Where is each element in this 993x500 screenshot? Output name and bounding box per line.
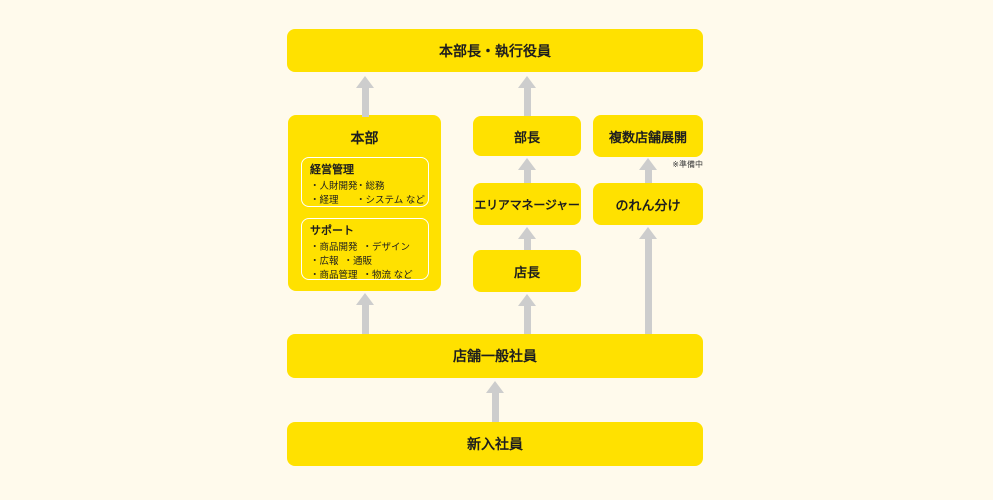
box-executive-label: 本部長・執行役員 — [439, 42, 551, 59]
section-management: 経営管理 ・人財開発 ・総務 ・経理 ・システム など — [301, 157, 429, 207]
arrow-noren-wake-to-multi-store — [639, 158, 657, 183]
box-noren-wake-label: のれん分け — [615, 197, 681, 213]
box-new-employee-label: 新入社員 — [467, 436, 523, 452]
box-department-manager-label: 部長 — [513, 129, 540, 145]
dept-item: ・通販 — [343, 256, 373, 267]
dept-item: ・デザイン — [362, 242, 411, 253]
dept-item: ・経理 — [310, 195, 339, 206]
box-headquarters-label: 本部 — [350, 130, 379, 146]
box-general-staff-label: 店舗一般社員 — [453, 348, 537, 364]
section-support-title: サポート — [310, 225, 354, 237]
box-multi-store-label: 複数店舗展開 — [608, 129, 687, 145]
box-new-employee: 新入社員 — [287, 422, 703, 466]
arrow-general-staff-to-store-manager — [518, 294, 536, 334]
box-department-manager: 部長 — [473, 116, 581, 156]
dept-item: ・商品開発 — [310, 242, 358, 253]
section-management-title: 経営管理 — [310, 164, 354, 176]
box-headquarters: 本部 経営管理 ・人財開発 ・総務 ・経理 ・システム など サポート ・商品開… — [288, 115, 441, 291]
arrow-up-icon — [518, 294, 536, 306]
box-general-staff: 店舗一般社員 — [287, 334, 703, 378]
multi-store-note: ※準備中 — [672, 160, 703, 169]
dept-item: ・システム など — [356, 195, 425, 206]
arrow-up-icon — [486, 381, 504, 393]
box-noren-wake: のれん分け — [593, 183, 703, 225]
section-support: サポート ・商品開発 ・デザイン ・広報 ・通販 ・商品管理 ・物流 など — [301, 218, 429, 283]
dept-item: ・商品管理 — [310, 270, 358, 281]
dept-item: ・人財開発 — [310, 181, 358, 192]
arrow-headquarters-to-executive — [356, 76, 374, 117]
arrow-up-icon — [356, 76, 374, 88]
section-support-row: ・商品管理 ・物流 など — [310, 269, 420, 283]
section-management-row: ・経理 ・システム など — [310, 194, 425, 208]
arrow-general-staff-to-headquarters — [356, 293, 374, 334]
arrow-new-employee-to-general-staff — [486, 381, 504, 422]
box-multi-store: 複数店舗展開 — [593, 115, 703, 157]
box-executive: 本部長・執行役員 — [287, 29, 703, 72]
arrow-up-icon — [639, 158, 657, 170]
arrow-store-manager-to-area-manager — [518, 227, 536, 250]
arrow-general-staff-to-noren-wake — [639, 227, 657, 334]
arrow-department-manager-to-executive — [518, 76, 536, 116]
section-management-row: ・人財開発 ・総務 — [310, 180, 420, 194]
arrow-area-manager-to-department-manager — [518, 158, 536, 183]
section-support-row: ・広報 ・通販 — [310, 255, 420, 269]
arrow-up-icon — [356, 293, 374, 305]
arrow-up-icon — [518, 76, 536, 88]
box-store-manager: 店長 — [473, 250, 581, 292]
box-area-manager-label: エリアマネージャー — [474, 197, 580, 212]
arrow-up-icon — [639, 227, 657, 239]
arrow-up-icon — [518, 227, 536, 239]
box-store-manager-label: 店長 — [513, 264, 540, 280]
box-area-manager: エリアマネージャー — [473, 183, 581, 225]
section-support-row: ・商品開発 ・デザイン — [310, 241, 420, 255]
arrow-up-icon — [518, 158, 536, 170]
dept-item: ・物流 など — [362, 270, 413, 281]
dept-item: ・総務 — [356, 181, 385, 192]
dept-item: ・広報 — [310, 256, 339, 267]
